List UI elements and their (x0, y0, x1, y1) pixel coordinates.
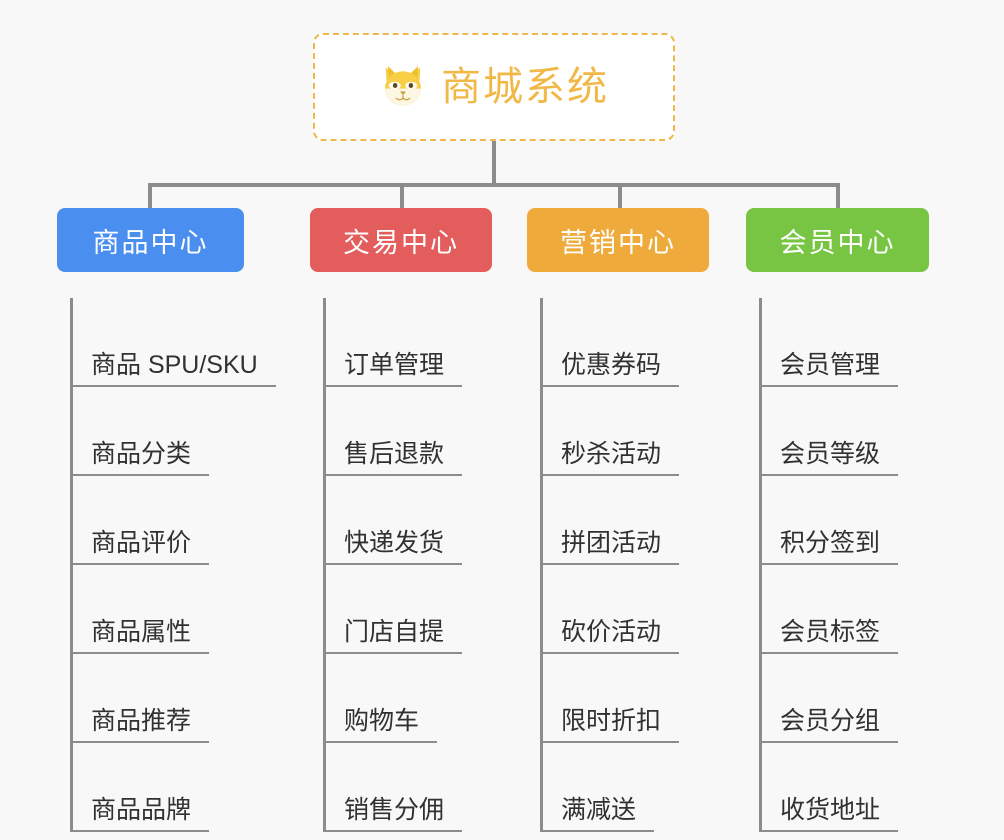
connector-drop-3 (618, 183, 622, 210)
list-item[interactable]: 优惠券码 (543, 298, 709, 387)
leaf-label: 会员管理 (762, 351, 899, 387)
list-item[interactable]: 购物车 (326, 654, 492, 743)
leaf-list-3: 优惠券码 秒杀活动 拼团活动 砍价活动 限时折扣 满减送 (540, 298, 709, 832)
list-item[interactable]: 收货地址 (762, 743, 929, 832)
leaf-label: 商品分类 (73, 440, 210, 476)
leaf-label: 售后退款 (326, 440, 463, 476)
leaf-label: 快递发货 (326, 529, 463, 565)
list-item[interactable]: 限时折扣 (543, 654, 709, 743)
list-item[interactable]: 会员标签 (762, 565, 929, 654)
branch-header-label-1: 商品中心 (92, 227, 209, 258)
leaf-label: 优惠券码 (543, 351, 680, 387)
leaf-label: 秒杀活动 (543, 440, 680, 476)
root-node[interactable]: 商城系统 (313, 33, 675, 141)
list-item[interactable]: 商品评价 (73, 476, 244, 565)
leaf-label: 砍价活动 (543, 618, 680, 654)
branch-header-3[interactable]: 营销中心 (527, 208, 709, 272)
list-item[interactable]: 会员管理 (762, 298, 929, 387)
connector-spine (148, 183, 840, 187)
list-item[interactable]: 砍价活动 (543, 565, 709, 654)
list-item[interactable]: 拼团活动 (543, 476, 709, 565)
branch-header-1[interactable]: 商品中心 (57, 208, 244, 272)
connector-drop-1 (148, 183, 152, 210)
leaf-label: 限时折扣 (543, 707, 680, 743)
branch-column-3: 营销中心 优惠券码 秒杀活动 拼团活动 砍价活动 限时折扣 满减送 (527, 208, 709, 832)
branch-header-label-2: 交易中心 (343, 227, 459, 258)
shiba-dog-face-icon (385, 66, 421, 106)
leaf-label: 商品品牌 (73, 796, 210, 832)
leaf-label: 会员标签 (762, 618, 899, 654)
leaf-label: 会员分组 (762, 707, 899, 743)
list-item[interactable]: 积分签到 (762, 476, 929, 565)
leaf-list-4: 会员管理 会员等级 积分签到 会员标签 会员分组 收货地址 (759, 298, 929, 832)
list-item[interactable]: 商品推荐 (73, 654, 244, 743)
list-item[interactable]: 门店自提 (326, 565, 492, 654)
branch-column-4: 会员中心 会员管理 会员等级 积分签到 会员标签 会员分组 收货地址 (746, 208, 929, 832)
branch-column-1: 商品中心 商品 SPU/SKU 商品分类 商品评价 商品属性 商品推荐 商品品牌 (57, 208, 276, 832)
leaf-label: 商品评价 (73, 529, 210, 565)
leaf-label: 积分签到 (762, 529, 899, 565)
branch-header-4[interactable]: 会员中心 (746, 208, 929, 272)
branch-column-2: 交易中心 订单管理 售后退款 快递发货 门店自提 购物车 销售分佣 (310, 208, 492, 832)
connector-root-stem (492, 141, 496, 186)
list-item[interactable]: 会员分组 (762, 654, 929, 743)
leaf-label: 购物车 (326, 707, 438, 743)
list-item[interactable]: 售后退款 (326, 387, 492, 476)
leaf-label: 商品 SPU/SKU (73, 351, 276, 387)
leaf-label: 订单管理 (326, 351, 463, 387)
list-item[interactable]: 会员等级 (762, 387, 929, 476)
branch-header-label-4: 会员中心 (779, 227, 896, 258)
leaf-label: 商品推荐 (73, 707, 210, 743)
root-title: 商城系统 (441, 65, 609, 109)
leaf-label: 会员等级 (762, 440, 899, 476)
list-item[interactable]: 销售分佣 (326, 743, 492, 832)
list-item[interactable]: 满减送 (543, 743, 709, 832)
list-item[interactable]: 商品属性 (73, 565, 244, 654)
branch-header-label-3: 营销中心 (560, 227, 676, 258)
leaf-list-1: 商品 SPU/SKU 商品分类 商品评价 商品属性 商品推荐 商品品牌 (70, 298, 276, 832)
connector-drop-4 (836, 183, 840, 210)
leaf-label: 收货地址 (762, 796, 899, 832)
list-item[interactable]: 商品品牌 (73, 743, 244, 832)
leaf-label: 满减送 (543, 796, 655, 832)
leaf-list-2: 订单管理 售后退款 快递发货 门店自提 购物车 销售分佣 (323, 298, 492, 832)
leaf-label: 商品属性 (73, 618, 210, 654)
connector-drop-2 (400, 183, 404, 210)
leaf-label: 销售分佣 (326, 796, 463, 832)
list-item[interactable]: 商品 SPU/SKU (73, 298, 276, 387)
list-item[interactable]: 商品分类 (73, 387, 244, 476)
list-item[interactable]: 秒杀活动 (543, 387, 709, 476)
leaf-label: 拼团活动 (543, 529, 680, 565)
leaf-label: 门店自提 (326, 618, 463, 654)
branch-header-2[interactable]: 交易中心 (310, 208, 492, 272)
list-item[interactable]: 快递发货 (326, 476, 492, 565)
list-item[interactable]: 订单管理 (326, 298, 492, 387)
